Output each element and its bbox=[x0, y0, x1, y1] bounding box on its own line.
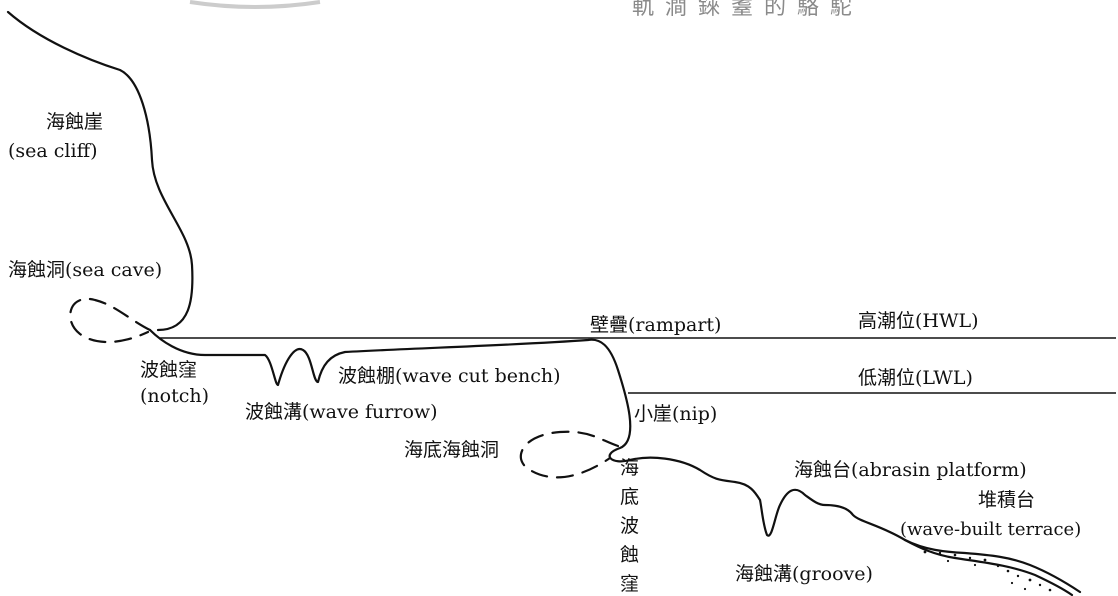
label-high-water: 高潮位(HWL) bbox=[858, 310, 979, 332]
label-sea-cave: 海蝕洞(sea cave) bbox=[8, 259, 162, 281]
label-sea-cliff-en: (sea cliff) bbox=[8, 140, 97, 162]
submarine-notch-char: 蝕 bbox=[620, 544, 639, 566]
coastline-profile bbox=[6, 10, 1082, 594]
label-sea-cliff-cn: 海蝕崖 bbox=[46, 111, 103, 133]
label-submarine-notch: 海 底 波 蝕 窪 bbox=[620, 457, 639, 595]
submarine-notch-char: 底 bbox=[620, 486, 639, 508]
submarine-notch-char: 海 bbox=[620, 457, 639, 479]
label-wave-built-terrace-cn: 堆積台 bbox=[978, 489, 1035, 511]
label-notch-cn: 波蝕窪 bbox=[140, 359, 197, 381]
terrace-deposit-dots bbox=[923, 550, 1052, 592]
submarine-notch-char: 波 bbox=[620, 515, 639, 537]
label-wave-cut-bench: 波蝕棚(wave cut bench) bbox=[338, 365, 561, 387]
header-text: 軌 澗 錸 耋 的 駱 駝 bbox=[632, 0, 854, 20]
top-smudge bbox=[189, 0, 321, 9]
submarine-cave-outline bbox=[519, 430, 620, 479]
label-nip: 小崖(nip) bbox=[634, 403, 717, 425]
label-submarine-cave: 海底海蝕洞 bbox=[404, 439, 499, 461]
label-low-water: 低潮位(LWL) bbox=[858, 367, 973, 389]
label-rampart: 壁疊(rampart) bbox=[590, 314, 721, 336]
terrace-deposit-outline bbox=[903, 538, 1074, 596]
label-notch-en: (notch) bbox=[140, 385, 209, 407]
label-abrasion-platform: 海蝕台(abrasin platform) bbox=[794, 459, 1027, 481]
label-wave-furrow: 波蝕溝(wave furrow) bbox=[245, 401, 438, 423]
label-wave-built-terrace-en: (wave-built terrace) bbox=[900, 519, 1081, 540]
submarine-notch-char: 窪 bbox=[620, 573, 639, 595]
label-groove: 海蝕溝(groove) bbox=[735, 563, 873, 585]
sea-cave-outline bbox=[69, 297, 152, 344]
